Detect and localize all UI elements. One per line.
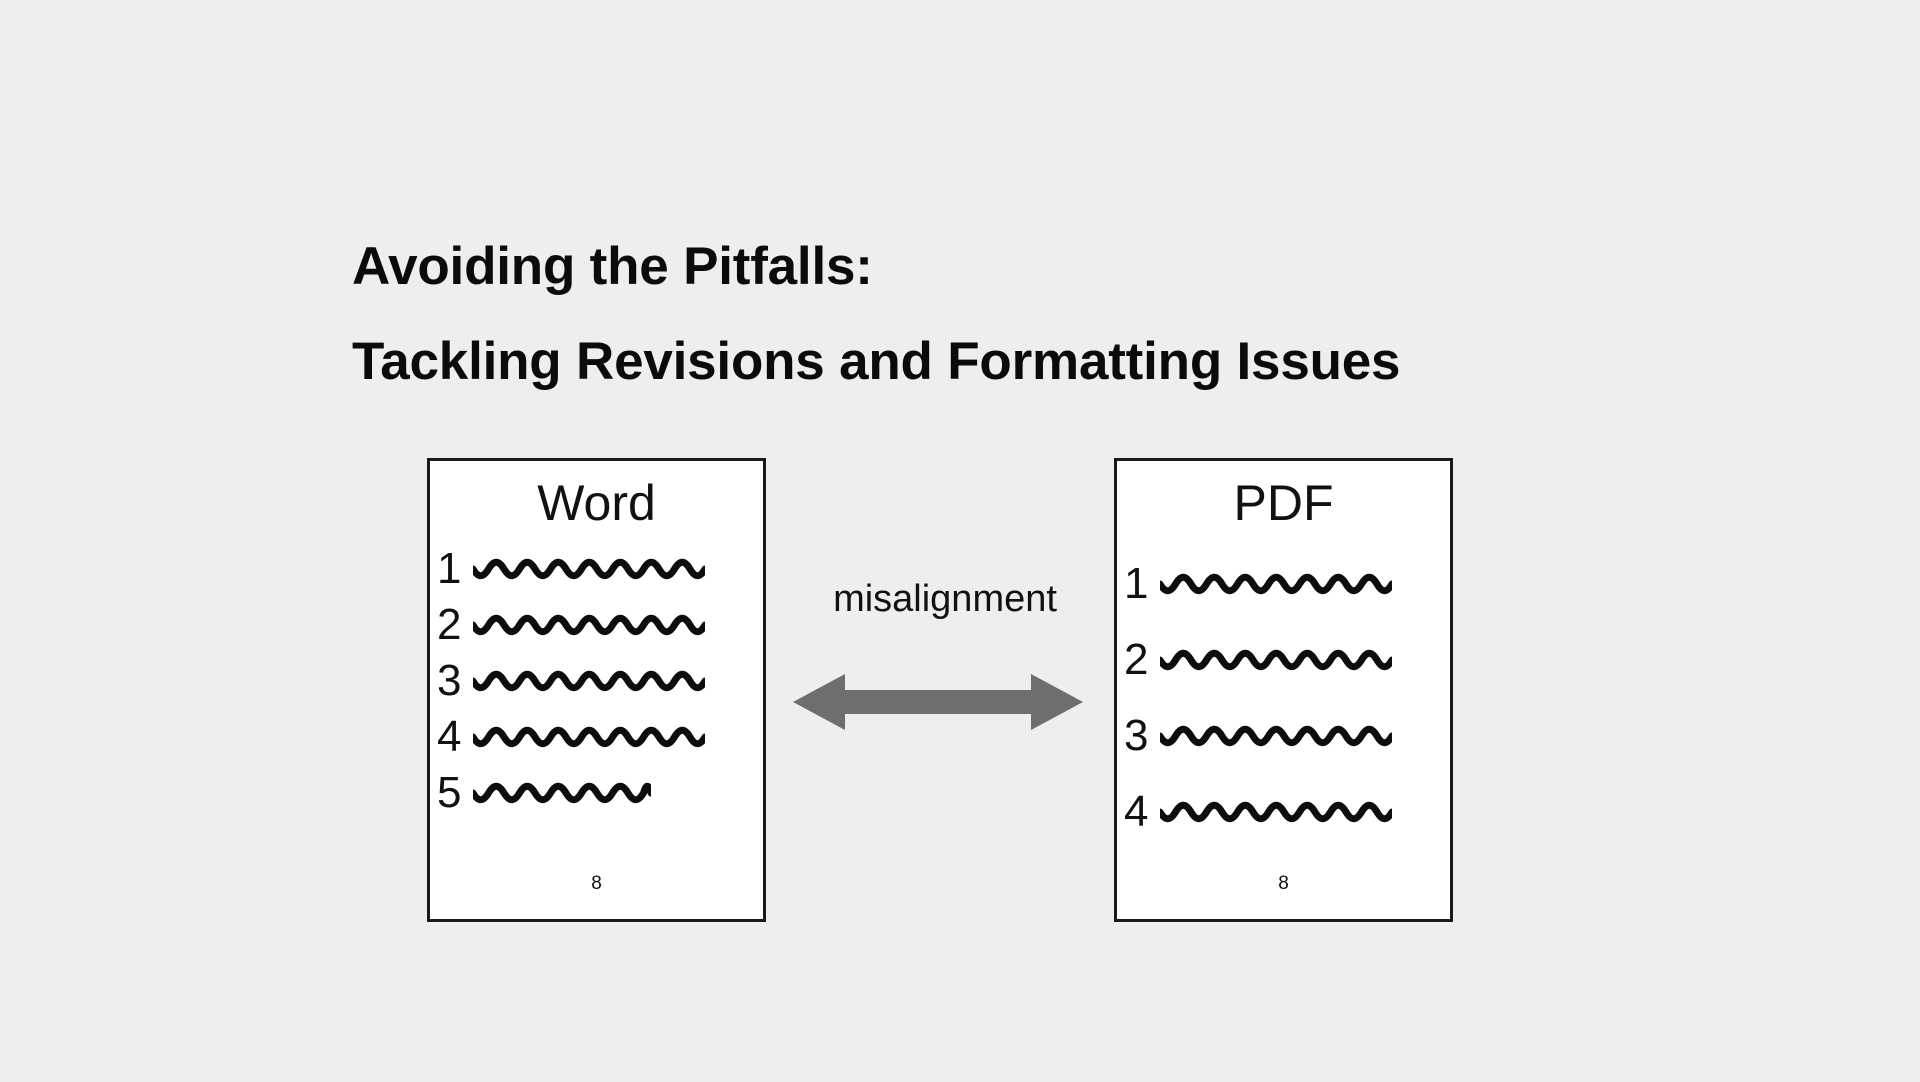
word-document-line-row: 2 <box>430 597 763 653</box>
squiggly-text-line-icon <box>1160 573 1392 595</box>
pdf-page-number: 8 <box>1278 873 1289 894</box>
pdf-document-heading: PDF <box>1233 475 1334 531</box>
pdf-document-line-row: 1 <box>1117 546 1450 622</box>
squiggly-text-line-icon <box>1160 725 1392 747</box>
pdf-document-line-row: 4 <box>1117 774 1450 850</box>
word-document-line-number: 1 <box>437 544 462 593</box>
slide-title: Avoiding the Pitfalls: Tackling Revision… <box>352 240 1652 388</box>
word-document-line-row: 1 <box>430 541 763 597</box>
word-document-line-number: 5 <box>437 768 462 817</box>
word-document-lines: 1 2 3 4 5 <box>430 541 763 821</box>
squiggly-text-line-icon <box>473 726 705 748</box>
word-document-line-number: 2 <box>437 600 462 649</box>
squiggly-text-line-icon <box>473 670 705 692</box>
double-headed-horizontal-arrow-icon <box>793 674 1083 730</box>
pdf-document-line-number: 4 <box>1124 787 1149 836</box>
word-document-line-row: 3 <box>430 653 763 709</box>
title-line-1: Avoiding the Pitfalls: <box>352 237 873 296</box>
word-document-heading: Word <box>537 475 656 531</box>
pdf-document-line-row: 2 <box>1117 622 1450 698</box>
pdf-document-line-number: 1 <box>1124 559 1149 608</box>
squiggly-text-line-icon <box>1160 649 1392 671</box>
pdf-document-line-row: 3 <box>1117 698 1450 774</box>
squiggly-text-line-icon <box>1160 801 1392 823</box>
word-document-line-number: 4 <box>437 712 462 761</box>
misalignment-label: misalignment <box>833 578 1057 620</box>
title-line-2: Tackling Revisions and Formatting Issues <box>352 332 1401 391</box>
word-document-line-row: 5 <box>430 765 763 821</box>
pdf-document-line-number: 3 <box>1124 711 1149 760</box>
misalignment-arrow <box>793 672 1083 732</box>
word-document-line-row: 4 <box>430 709 763 765</box>
word-document-box: Word 1 2 3 4 5 8 <box>427 458 766 922</box>
pdf-document-line-number: 2 <box>1124 635 1149 684</box>
pdf-document-lines: 1 2 3 4 <box>1117 546 1450 850</box>
squiggly-text-line-icon <box>473 614 705 636</box>
word-document-line-number: 3 <box>437 656 462 705</box>
pdf-document-box: PDF 1 2 3 4 8 <box>1114 458 1453 922</box>
squiggly-text-line-icon <box>473 782 651 804</box>
squiggly-text-line-icon <box>473 558 705 580</box>
word-page-number: 8 <box>591 873 602 894</box>
